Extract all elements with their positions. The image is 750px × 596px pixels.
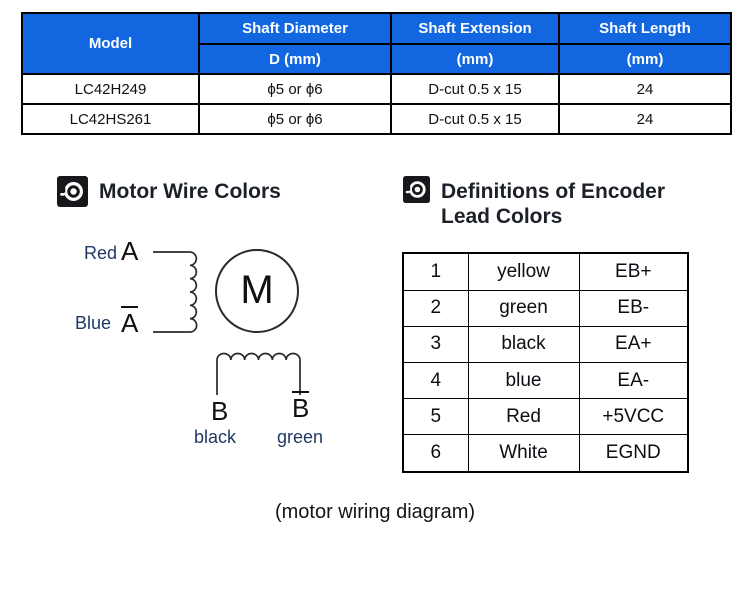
bullseye-icon (403, 176, 430, 203)
section-title: Definitions of Encoder Lead Colors (441, 176, 665, 229)
color-cell: blue (467, 361, 580, 400)
color-cell: Red (467, 398, 580, 436)
spec-header-shaft-diameter: Shaft Diameter (198, 12, 392, 45)
spec-header-shaft-extension: Shaft Extension (390, 12, 560, 45)
table-row: 5 Red +5VCC (402, 398, 689, 436)
wire-color-label-blue: Blue (75, 313, 112, 333)
spec-header-shaft-length: Shaft Length (558, 12, 732, 45)
model-cell: LC42H249 (21, 73, 200, 105)
pin-cell: 1 (402, 252, 469, 291)
spec-subheader-diameter-unit: D (mm) (198, 43, 392, 75)
phase-a-coil (189, 251, 198, 333)
phase-a-label: A (121, 236, 139, 266)
color-cell: yellow (467, 252, 580, 291)
color-cell: black (467, 325, 580, 363)
encoder-table: 1 yellow EB+ 2 green EB- 3 black EA+ 4 b… (402, 252, 689, 473)
pin-cell: 2 (402, 289, 469, 327)
signal-cell: +5VCC (578, 398, 689, 436)
diameter-cell: ϕ5 or ϕ6 (198, 103, 392, 135)
spec-table: Model Shaft Diameter Shaft Extension Sha… (21, 12, 732, 135)
section-title: Motor Wire Colors (99, 180, 281, 203)
pin-cell: 4 (402, 361, 469, 400)
motor-label: M (240, 268, 274, 312)
table-row: 6 White EGND (402, 434, 689, 473)
length-cell: 24 (558, 73, 732, 105)
table-row: 4 blue EA- (402, 361, 689, 400)
signal-cell: EA- (578, 361, 689, 400)
phase-b-bar-label: B (292, 391, 310, 423)
color-cell: green (467, 289, 580, 327)
table-row: 2 green EB- (402, 289, 689, 327)
extension-cell: D-cut 0.5 x 15 (390, 103, 560, 135)
spec-subheader-extension-unit: (mm) (390, 43, 560, 75)
signal-cell: EGND (578, 434, 689, 473)
signal-cell: EA+ (578, 325, 689, 363)
phase-b-bar-letter: B (292, 391, 310, 423)
encoder-lead-colors-heading: Definitions of Encoder Lead Colors (403, 176, 665, 229)
extension-cell: D-cut 0.5 x 15 (390, 73, 560, 105)
signal-cell: EB+ (578, 252, 689, 291)
signal-cell: EB- (578, 289, 689, 327)
wire-color-label-black: black (194, 427, 237, 447)
motor-wire-colors-heading: Motor Wire Colors (57, 176, 281, 207)
pin-cell: 6 (402, 434, 469, 473)
spec-header-model: Model (21, 12, 200, 75)
phase-b-label: B (211, 396, 229, 426)
wire-color-label-red: Red (84, 243, 118, 263)
spec-subheader-length-unit: (mm) (558, 43, 732, 75)
bullseye-icon (57, 176, 88, 207)
table-row: LC42HS261 ϕ5 or ϕ6 D-cut 0.5 x 15 24 (21, 103, 732, 135)
phase-a-bar-label: A (121, 306, 139, 338)
model-cell: LC42HS261 (21, 103, 200, 135)
section-title-line2: Lead Colors (441, 205, 563, 228)
table-row: 3 black EA+ (402, 325, 689, 363)
length-cell: 24 (558, 103, 732, 135)
pin-cell: 5 (402, 398, 469, 436)
table-row: 1 yellow EB+ (402, 252, 689, 291)
phase-b-coil (216, 352, 301, 395)
pin-cell: 3 (402, 325, 469, 363)
motor-circle (215, 249, 299, 333)
figure-caption: (motor wiring diagram) (274, 501, 476, 523)
table-row: LC42H249 ϕ5 or ϕ6 D-cut 0.5 x 15 24 (21, 73, 732, 105)
motor-wiring-diagram (153, 249, 301, 395)
diameter-cell: ϕ5 or ϕ6 (198, 73, 392, 105)
section-title-line1: Definitions of Encoder (441, 180, 666, 203)
phase-a-bar-letter: A (121, 306, 139, 338)
wire-color-label-green: green (277, 427, 324, 447)
color-cell: White (467, 434, 580, 473)
